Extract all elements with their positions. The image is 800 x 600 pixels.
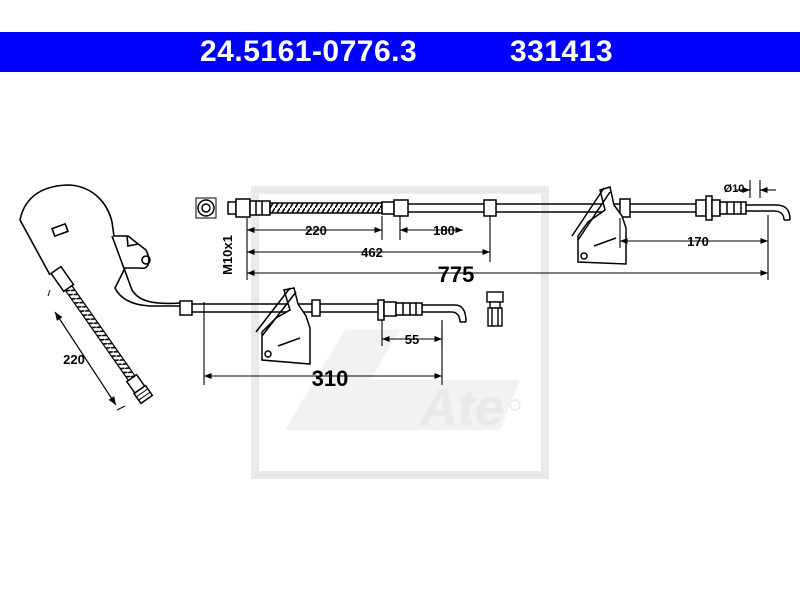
dim-55-label: 55 [405,332,419,347]
part-number: 24.5161-0776.3 [200,35,418,68]
ate-watermark-logo: Ate [251,186,549,479]
dim-310-label: 310 [312,366,349,391]
top-dimensions [246,180,776,280]
watermark-text: Ate [418,379,504,437]
bottom-mounting-bracket [255,287,311,365]
dim-462-label: 462 [361,245,383,260]
header-bar: 24.5161-0776.3 331413 [0,32,800,72]
loose-fitting-icon [486,291,504,327]
banjo-nut-icon [195,197,217,219]
reference-number: 331413 [510,35,614,68]
left-bracket [19,184,181,307]
dim-775-label: 775 [438,262,475,287]
dimension-220-left: 220 [47,289,126,411]
dim-220-top-label: 220 [305,223,327,238]
dim-180-label: 180 [433,223,455,238]
thread-m10x1-label: M10x1 [220,235,235,275]
top-hose [195,195,791,221]
top-mounting-bracket [571,186,627,265]
dim-170-label: 170 [687,234,709,249]
bottom-dimensions [203,302,443,385]
bottom-hose [179,299,467,323]
dim-diameter-10-label: Ø10 [724,183,745,195]
dim-220-left-label: 220 [63,352,85,367]
